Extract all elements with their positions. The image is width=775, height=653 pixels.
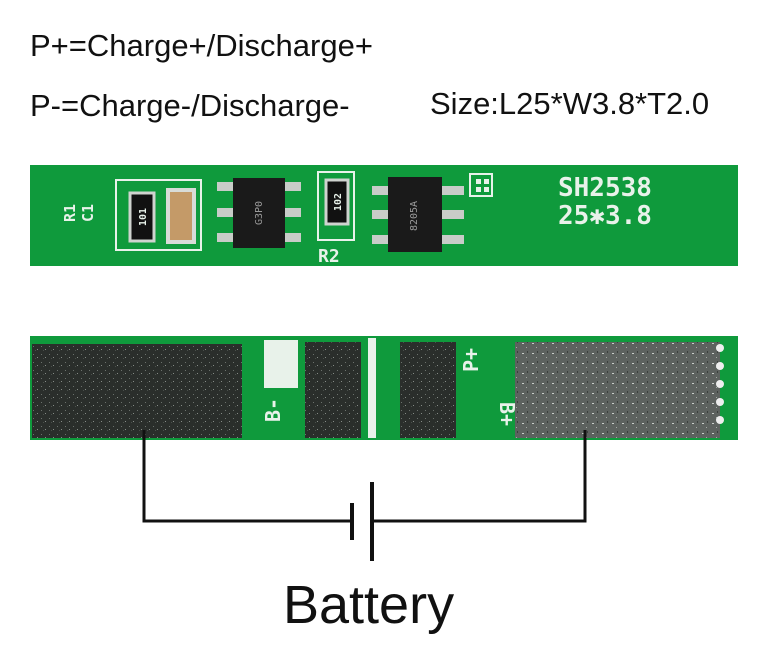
resistor-r1: [128, 191, 156, 243]
silk-outline-r1-c1: [115, 179, 202, 251]
label-p-plus-definition: P+=Charge+/Discharge+: [30, 28, 373, 63]
pad-p-minus: [305, 342, 361, 438]
silk-label-r2: R2: [318, 246, 340, 267]
silk-pad-marker: [469, 173, 493, 197]
label-board-size: Size:L25*W3.8*T2.0: [430, 86, 710, 121]
label-battery: Battery: [283, 575, 455, 635]
pad-b-minus: [32, 344, 242, 438]
silk-outline-r2: [317, 171, 355, 241]
resistor-r2: [324, 178, 350, 226]
chip-g3p0-marking: G3P0: [254, 201, 265, 225]
silk-model-number: SH2538: [558, 173, 652, 203]
silk-label-r1: R1: [61, 204, 79, 222]
pad-b-plus: [515, 342, 720, 438]
silk-divider: [368, 338, 376, 438]
wire-negative: [142, 430, 352, 523]
chip-8205a-marking: 8205A: [409, 201, 420, 231]
battery-wiring: [142, 430, 587, 561]
resistor-r2-code: 102: [333, 193, 344, 211]
silk-label-c1: C1: [79, 204, 97, 222]
pcb-top-view: 101 R1 C1 G3P0 102 R2 8205A SH2538: [30, 165, 738, 267]
resistor-r1-code: 101: [138, 208, 149, 226]
chip-g3p0: G3P0: [217, 178, 301, 248]
silk-label-b-minus: B-: [261, 398, 285, 422]
pcb-bottom-view: B- P+ B+: [30, 336, 738, 440]
wire-positive: [372, 430, 587, 523]
chip-8205a: 8205A: [372, 177, 464, 252]
silk-label-p-plus: P+: [459, 348, 483, 372]
capacitor-c1: [166, 188, 196, 244]
silk-b-minus-marker: [264, 340, 298, 388]
label-p-minus-definition: P-=Charge-/Discharge-: [30, 88, 350, 123]
pad-p-plus: [400, 342, 456, 438]
silk-board-dimensions: 25✱3.8: [558, 201, 652, 231]
